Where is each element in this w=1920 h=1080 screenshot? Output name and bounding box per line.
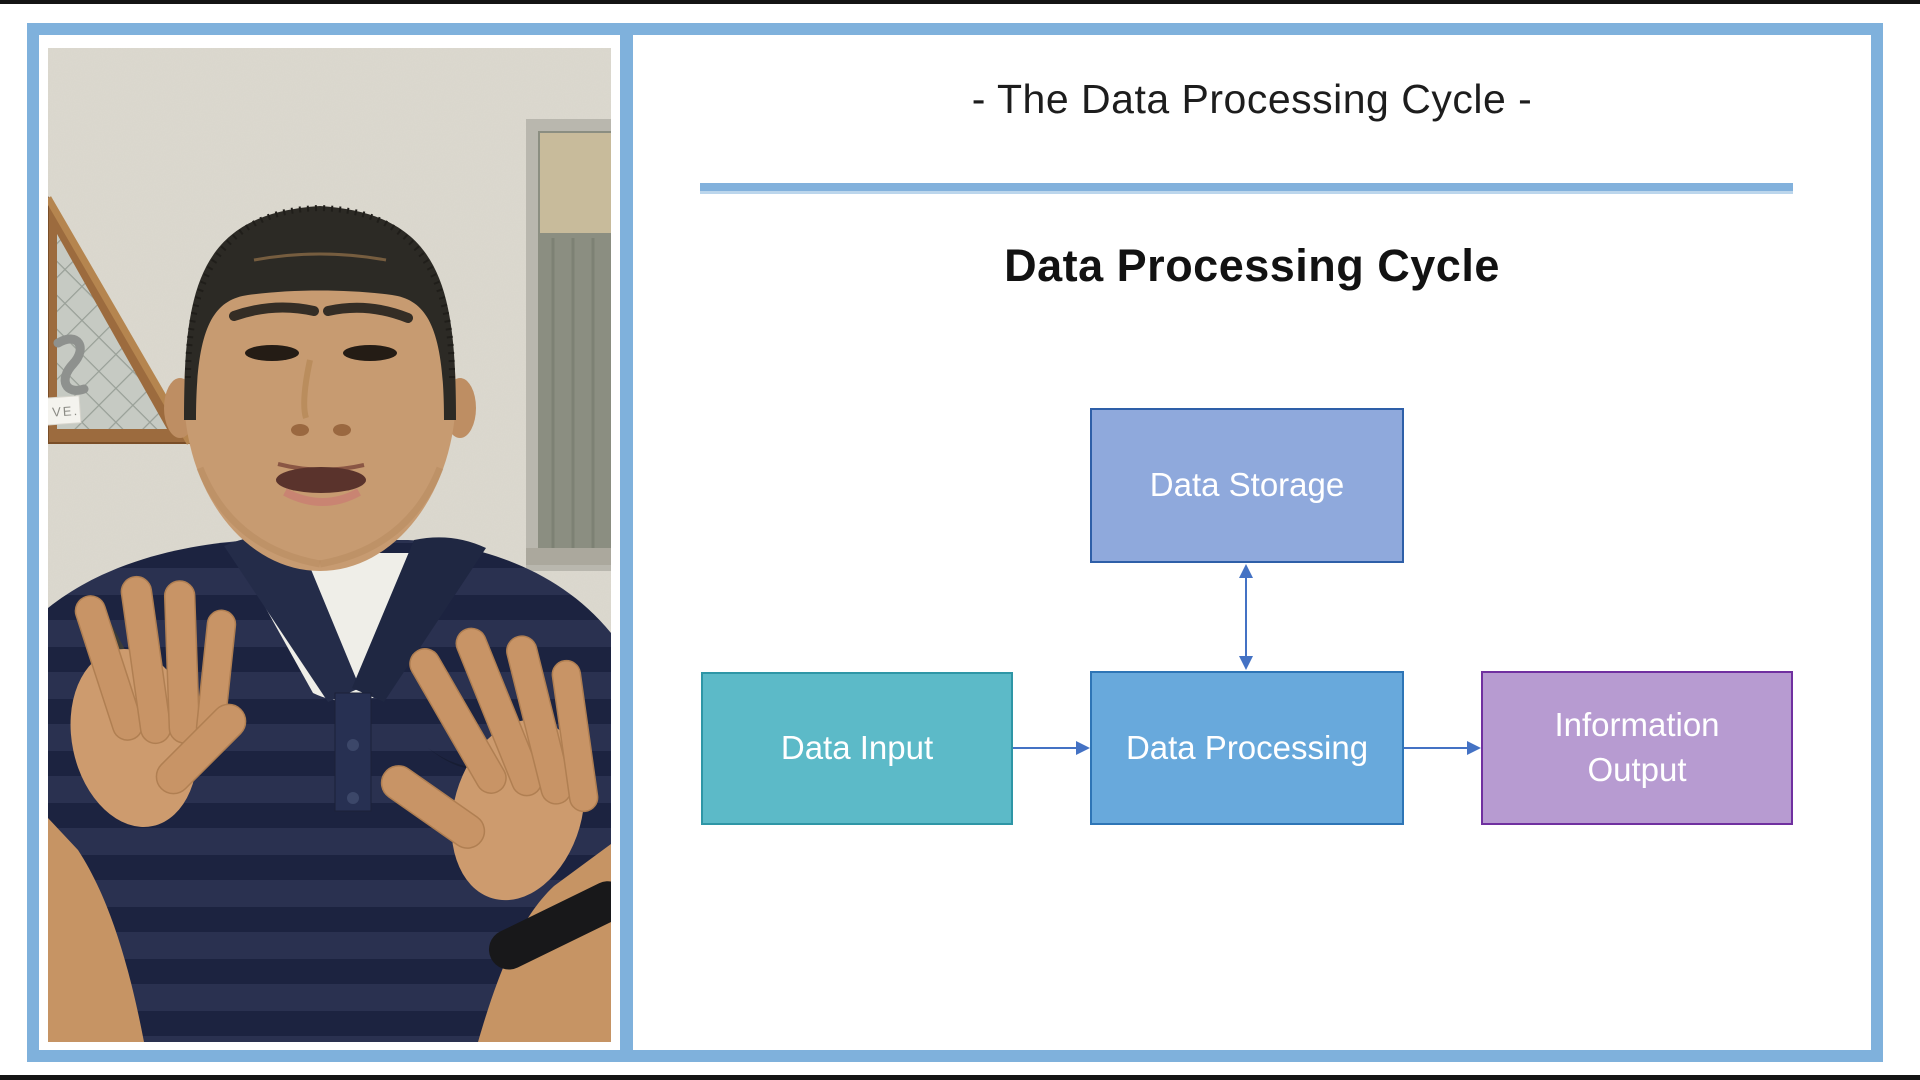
decor-letter bbox=[53, 334, 89, 395]
face bbox=[184, 215, 456, 571]
thumb bbox=[155, 703, 247, 795]
node-label: Information Output bbox=[1554, 706, 1720, 788]
triangle-shelf: VE. bbox=[48, 196, 194, 445]
thumb bbox=[380, 765, 486, 849]
right-hand bbox=[380, 627, 611, 1042]
presenter bbox=[48, 204, 611, 1042]
letterbox-top bbox=[0, 0, 1920, 4]
jaw-shade-left bbox=[196, 466, 321, 568]
finger bbox=[74, 595, 144, 741]
finger bbox=[506, 635, 572, 805]
node-data-input: Data Input bbox=[701, 672, 1013, 825]
jaw-shade-right bbox=[319, 466, 444, 568]
ve-tag: VE. bbox=[48, 395, 82, 427]
slide-title: - The Data Processing Cycle - bbox=[971, 76, 1533, 122]
node-information-output: Information Output bbox=[1481, 671, 1793, 825]
forehead-line bbox=[253, 252, 387, 262]
title-underline bbox=[700, 183, 1793, 194]
collar-left bbox=[224, 535, 360, 702]
node-data-storage: Data Storage bbox=[1090, 408, 1404, 563]
webcam-scene: VE. bbox=[48, 48, 611, 1042]
presenter-head bbox=[164, 204, 476, 571]
eyebrow-left bbox=[229, 302, 319, 321]
ve-tag-text: VE. bbox=[52, 403, 80, 420]
placket bbox=[334, 692, 372, 812]
finger bbox=[163, 580, 201, 744]
eyebrow-right bbox=[323, 302, 413, 323]
finger bbox=[409, 648, 507, 794]
finger bbox=[551, 659, 599, 813]
button bbox=[347, 739, 359, 751]
hair bbox=[184, 206, 456, 420]
eye-right bbox=[343, 345, 397, 361]
button bbox=[347, 792, 359, 804]
nose-bridge bbox=[301, 359, 313, 419]
lower-lip bbox=[283, 488, 361, 506]
nostril bbox=[333, 424, 351, 436]
left-forearm bbox=[48, 818, 144, 1042]
collar-right bbox=[352, 537, 486, 702]
node-label: Data Storage bbox=[1149, 466, 1345, 504]
node-label: Data Processing bbox=[1125, 728, 1369, 766]
mouth bbox=[276, 467, 366, 493]
wristband bbox=[488, 881, 611, 970]
eye-left bbox=[245, 345, 299, 361]
panel-divider bbox=[620, 23, 633, 1062]
finger bbox=[455, 627, 543, 797]
node-label: Data Input bbox=[780, 729, 934, 767]
left-hand bbox=[48, 575, 247, 1042]
node-data-processing: Data Processing bbox=[1090, 671, 1404, 825]
letterbox-bottom bbox=[0, 1075, 1920, 1080]
frame-border bbox=[27, 23, 1883, 1062]
webcam-panel: VE. bbox=[48, 48, 611, 1042]
window-frame-decor bbox=[526, 119, 611, 571]
shelf-mesh bbox=[57, 234, 167, 429]
nostril bbox=[291, 424, 309, 436]
finger bbox=[120, 575, 172, 745]
diagram-heading: Data Processing Cycle bbox=[1004, 240, 1500, 291]
